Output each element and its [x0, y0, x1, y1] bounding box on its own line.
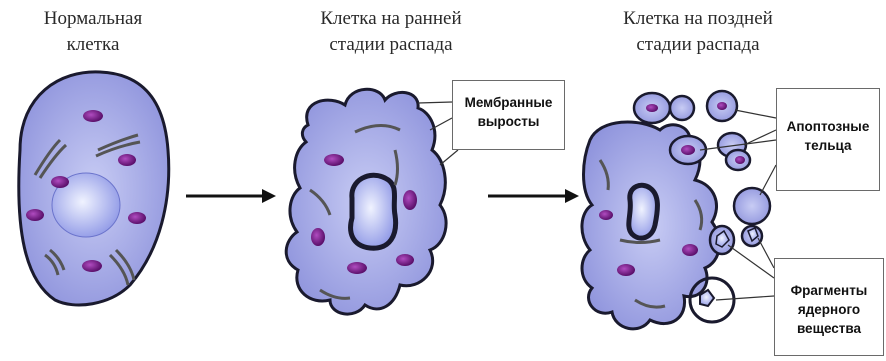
label-nuclear-fragments: Фрагменты ядерного вещества: [774, 258, 884, 356]
title-early-stage: Клетка на ранней стадии распада: [286, 6, 496, 58]
arrow-1: [186, 189, 276, 203]
normal-cell: [19, 72, 169, 305]
arrow-2: [488, 189, 579, 203]
label-membrane-outgrowths: Мембранные выросты: [452, 80, 565, 150]
title-normal-cell: Нормальная клетка: [18, 6, 168, 58]
title-late-stage: Клетка на поздней стадии распада: [588, 6, 808, 58]
early-stage-cell: [286, 89, 446, 314]
label-apoptotic-bodies: Апоптозные тельца: [776, 88, 880, 191]
late-stage-cell: [582, 122, 734, 329]
